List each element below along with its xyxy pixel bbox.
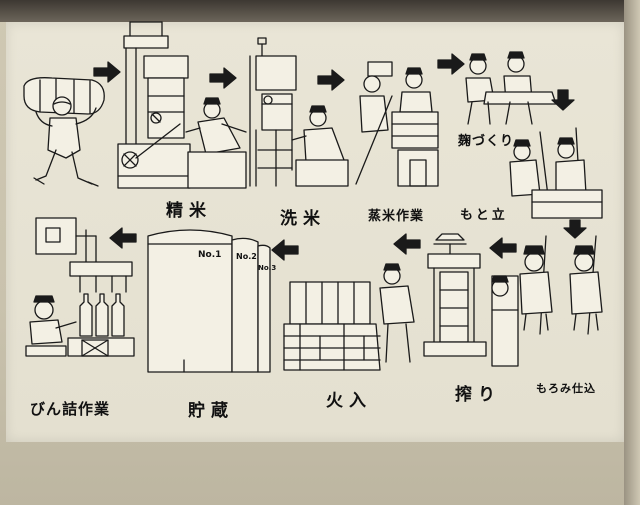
- label-senmai: 洗米: [280, 209, 326, 229]
- arrow-left-4: [109, 227, 137, 249]
- pasteurization-equipment: [283, 263, 415, 371]
- press-machine: [423, 233, 509, 357]
- arrow-left-3: [271, 239, 299, 261]
- label-moromi: もろみ仕込: [536, 382, 596, 395]
- tank-mark-3: No.3: [258, 264, 277, 272]
- tank-mark-2: No.2: [236, 252, 257, 261]
- label-chozo: 貯蔵: [188, 401, 234, 421]
- moromi-workers: [491, 235, 603, 367]
- storage-tanks: [147, 229, 271, 373]
- washing-equipment: [249, 37, 349, 187]
- koji-workers: [465, 51, 557, 125]
- arrow-down-2: [563, 219, 587, 239]
- label-hiire: 火入: [326, 391, 372, 411]
- arrow-right-2: [209, 67, 237, 89]
- arrow-left-1: [489, 237, 517, 259]
- arrow-right-1: [93, 61, 121, 83]
- polishing-machine: [117, 21, 247, 189]
- steaming-workers: [355, 61, 439, 187]
- bottling-equipment: [25, 217, 135, 357]
- label-shibori: 搾り: [455, 385, 501, 405]
- scroll-edge: [624, 0, 640, 505]
- label-seimai: 精米: [166, 201, 212, 221]
- label-koji: 麹づくり: [458, 134, 515, 149]
- label-moto: もと立: [460, 208, 508, 223]
- arrow-down-1: [551, 89, 575, 111]
- label-jomai: 蒸米作業: [368, 209, 425, 224]
- tank-mark-1: No.1: [198, 250, 222, 260]
- rice-carrier-figure: [23, 77, 105, 187]
- wall-background: [0, 0, 640, 22]
- arrow-right-3: [317, 69, 345, 91]
- moto-workers: [509, 127, 603, 219]
- label-bin: びん詰作業: [30, 400, 111, 418]
- arrow-left-2: [393, 233, 421, 255]
- arrow-right-4: [437, 53, 465, 75]
